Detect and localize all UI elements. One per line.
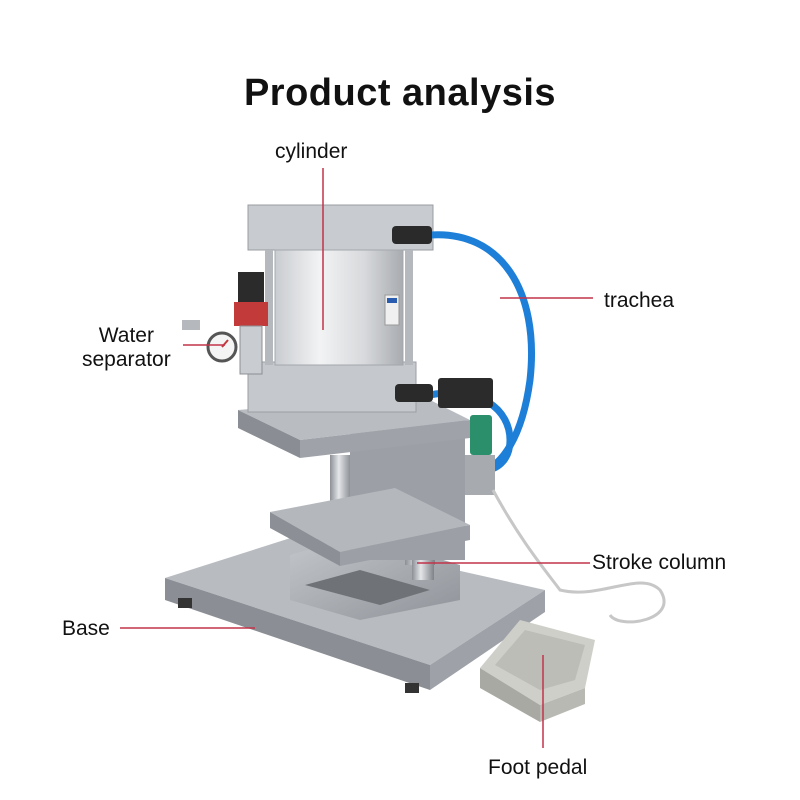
pedal-cable — [491, 489, 666, 624]
label-trachea: trachea — [604, 289, 675, 312]
leader-lines — [120, 168, 593, 748]
label-water-line2: separator — [82, 348, 171, 371]
middle-plate — [270, 488, 470, 566]
label-stroke-column: Stroke column — [592, 551, 727, 574]
foot-pedal-body — [480, 620, 595, 722]
upper-head — [238, 361, 470, 458]
tube-fittings — [392, 226, 433, 402]
solenoid-valve — [438, 378, 495, 495]
label-foot-pedal: Foot pedal — [488, 756, 588, 779]
label-water-separator: Water separator — [82, 324, 171, 372]
label-cylinder: cylinder — [275, 140, 348, 163]
label-water-line1: Water — [98, 324, 154, 347]
label-base: Base — [62, 617, 110, 640]
cylinder-body — [247, 204, 434, 366]
water-separator-unit — [182, 272, 268, 375]
page-title: Product analysis — [243, 72, 557, 114]
